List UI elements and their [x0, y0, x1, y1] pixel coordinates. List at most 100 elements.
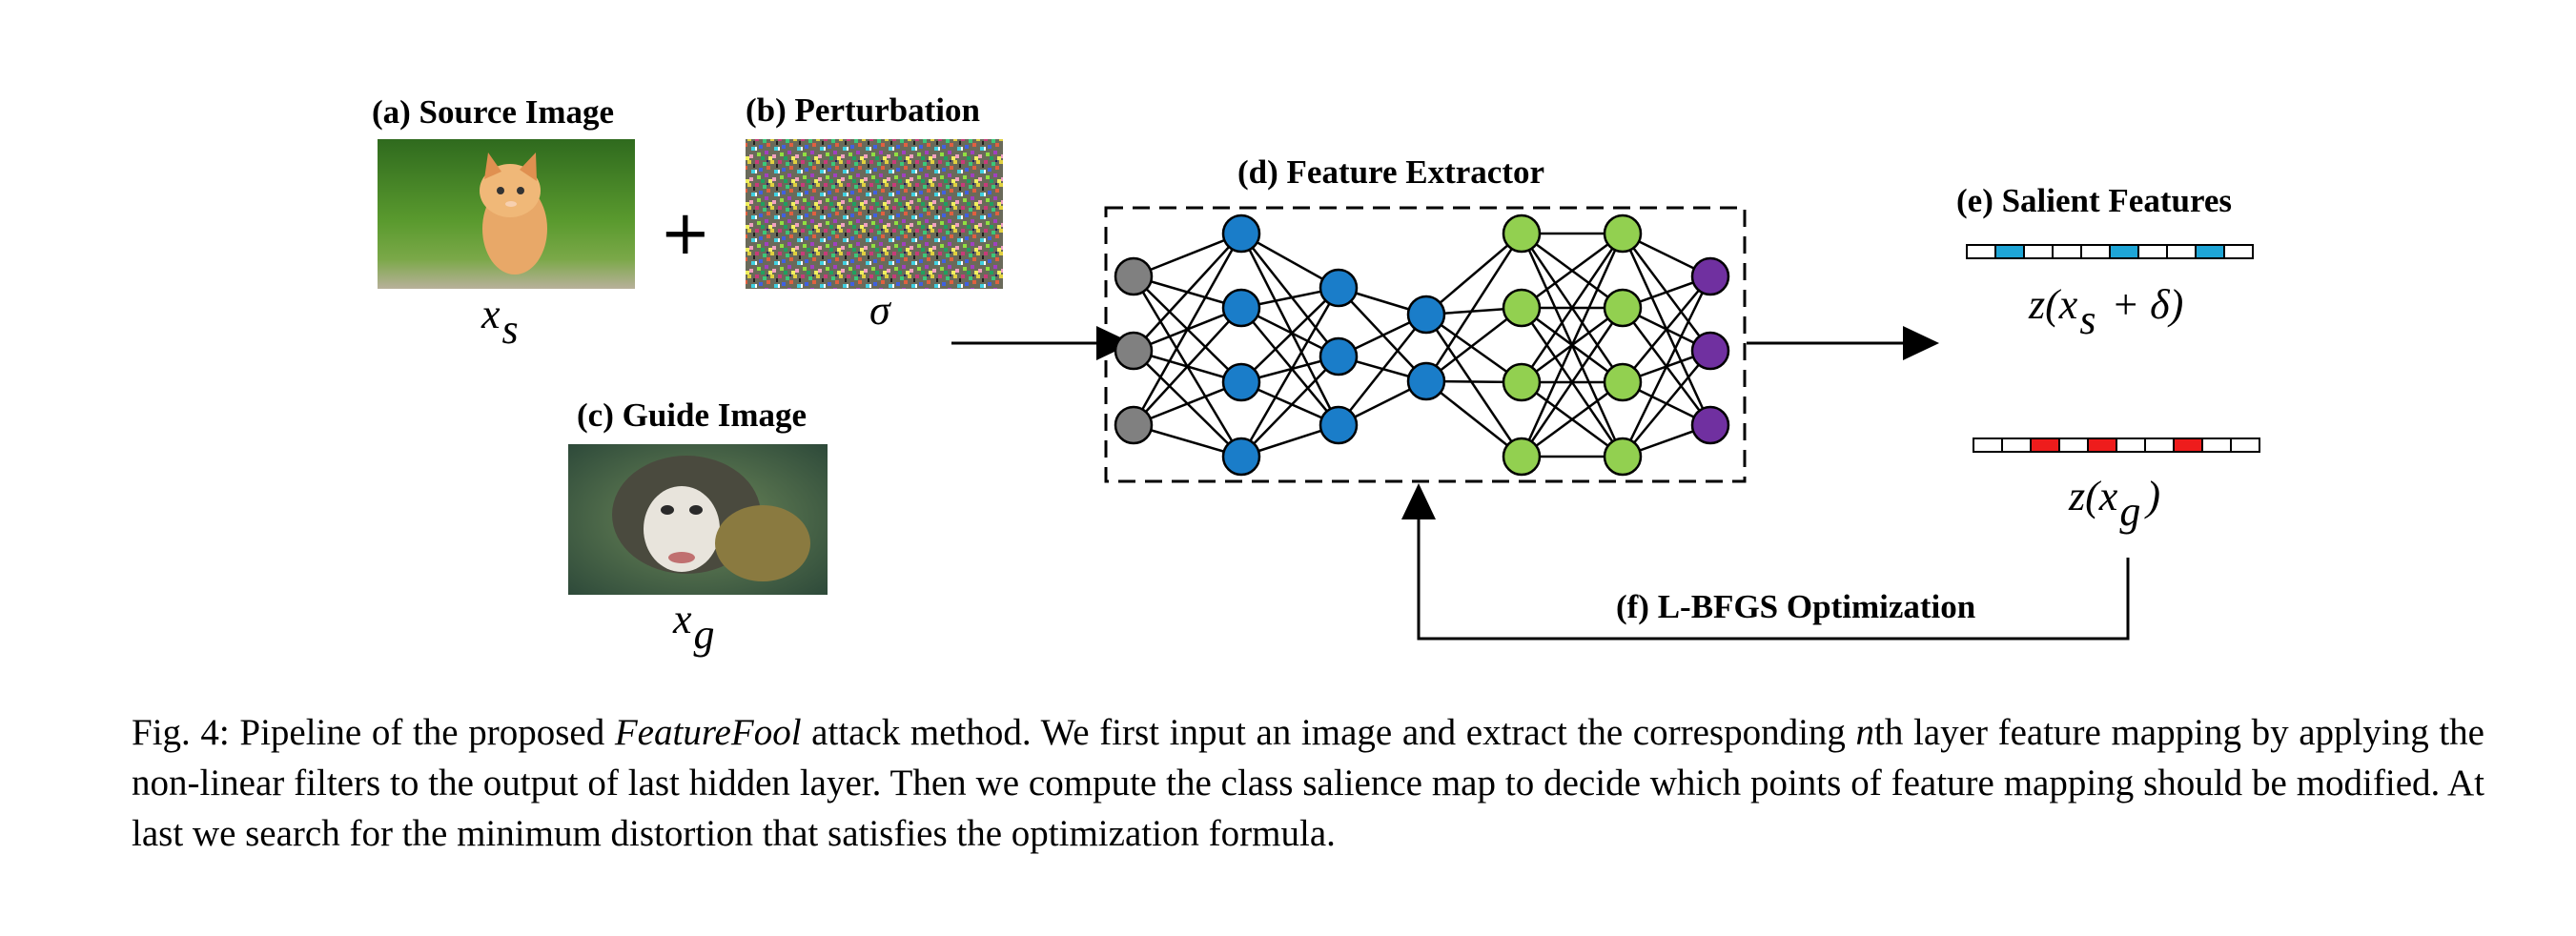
- feature-cell: [2137, 244, 2168, 259]
- source-math: xs: [480, 291, 519, 353]
- salient-bar-guide: [1973, 437, 2260, 453]
- network-node: [1319, 336, 1359, 376]
- pipeline-diagram: (a) Source Image xs + (b) Perturbation σ…: [372, 92, 2260, 658]
- network-edge: [1520, 233, 1625, 458]
- network-edge: [1239, 233, 1340, 426]
- feature-cell: [1994, 244, 2025, 259]
- network-node: [1502, 288, 1542, 328]
- network-node: [1690, 256, 1730, 296]
- feature-cell: [2080, 244, 2111, 259]
- network-node: [1603, 214, 1643, 254]
- z-source-math: z(xs+ δ): [2028, 281, 2183, 343]
- network-node: [1114, 405, 1154, 445]
- guide-image: [568, 444, 828, 595]
- network-node: [1502, 437, 1542, 477]
- caption-method: FeatureFool: [614, 712, 802, 753]
- network-edge: [1240, 287, 1339, 383]
- feature-cell: [2166, 244, 2197, 259]
- network-edge: [1521, 380, 1624, 458]
- feature-cell: [2144, 437, 2175, 453]
- network-edge: [1424, 233, 1523, 382]
- network-node: [1690, 331, 1730, 371]
- salient-bar-source: [1966, 244, 2254, 259]
- feature-cell: [2052, 244, 2082, 259]
- feature-cell: [2087, 437, 2117, 453]
- network-edge: [1338, 314, 1427, 426]
- network-node: [1319, 268, 1359, 308]
- z-guide-math: z(xg): [2068, 473, 2160, 535]
- feature-cell: [2223, 244, 2254, 259]
- network-edge: [1240, 233, 1339, 357]
- perturbation-image: [746, 139, 1003, 289]
- sigma-symbol: σ: [869, 287, 892, 334]
- network-edge: [1520, 307, 1625, 458]
- caption-prefix: Fig. 4: Pipeline of the proposed: [132, 712, 615, 753]
- network-edge: [1520, 233, 1625, 383]
- network-edge: [1425, 307, 1523, 382]
- feature-cell: [2230, 437, 2260, 453]
- network-node: [1319, 405, 1359, 445]
- network-edge: [1133, 233, 1242, 352]
- network-edge: [1621, 275, 1712, 458]
- extractor-label: (d) Feature Extractor: [1237, 153, 1544, 191]
- network-node: [1502, 214, 1542, 254]
- source-image: [378, 139, 635, 289]
- network-nodes: [1114, 214, 1730, 477]
- figure-caption: Fig. 4: Pipeline of the proposed Feature…: [132, 707, 2484, 859]
- network-edge: [1133, 232, 1242, 278]
- network-edge: [1133, 307, 1242, 426]
- feature-cell: [2173, 437, 2203, 453]
- feedback-loop-line: [1417, 519, 2130, 641]
- plus-sign: +: [660, 198, 711, 269]
- caption-rest: th layer feature mapping by applying the…: [132, 712, 2484, 854]
- network-node: [1221, 214, 1261, 254]
- feedback-arrowhead: [1401, 483, 1436, 519]
- network-edge: [1425, 313, 1523, 384]
- network-node: [1690, 405, 1730, 445]
- feature-cell: [2109, 244, 2139, 259]
- network-node: [1603, 362, 1643, 402]
- network-node: [1114, 331, 1154, 371]
- network-node: [1406, 361, 1446, 401]
- guide-math: xg: [672, 596, 715, 658]
- feature-cell: [2201, 437, 2232, 453]
- network-edge: [1240, 307, 1339, 426]
- network-edge: [1425, 233, 1523, 315]
- kitten-head: [480, 164, 541, 217]
- source-image-label: (a) Source Image: [372, 93, 614, 131]
- feature-cell: [2030, 437, 2060, 453]
- network-node: [1406, 295, 1446, 335]
- network-edge: [1622, 350, 1711, 458]
- network-edge: [1424, 314, 1523, 458]
- caption-mid: attack method. We first input an image a…: [801, 712, 1856, 753]
- network-edge: [1239, 287, 1340, 458]
- network-node: [1603, 437, 1643, 477]
- guide-image-label: (c) Guide Image: [577, 397, 807, 434]
- feature-cell: [2023, 244, 2054, 259]
- network-edge: [1132, 233, 1243, 426]
- caption-n: n: [1855, 712, 1875, 753]
- network-node: [1114, 256, 1154, 296]
- extractor-box: [1104, 206, 1747, 483]
- optimization-label: (f) L-BFGS Optimization: [1616, 588, 1975, 625]
- feature-cell: [2058, 437, 2089, 453]
- network-node: [1603, 288, 1643, 328]
- network-edge: [1240, 356, 1339, 458]
- output-arrowhead: [1903, 326, 1939, 360]
- perturbation-label: (b) Perturbation: [746, 92, 980, 129]
- network-node: [1221, 288, 1261, 328]
- network-node: [1221, 437, 1261, 477]
- feature-cell: [2001, 437, 2032, 453]
- feature-cell: [1966, 244, 1996, 259]
- feature-cell: [2195, 244, 2225, 259]
- network-node: [1502, 362, 1542, 402]
- network-edge: [1622, 275, 1711, 383]
- network-edge: [1425, 380, 1523, 458]
- network-edge: [1521, 232, 1624, 310]
- network-edges: [1132, 232, 1712, 458]
- feature-cell: [1973, 437, 2003, 453]
- network-node: [1221, 362, 1261, 402]
- feature-cell: [2116, 437, 2146, 453]
- network-edge: [1133, 380, 1242, 427]
- salient-features-label: (e) Salient Features: [1956, 182, 2232, 219]
